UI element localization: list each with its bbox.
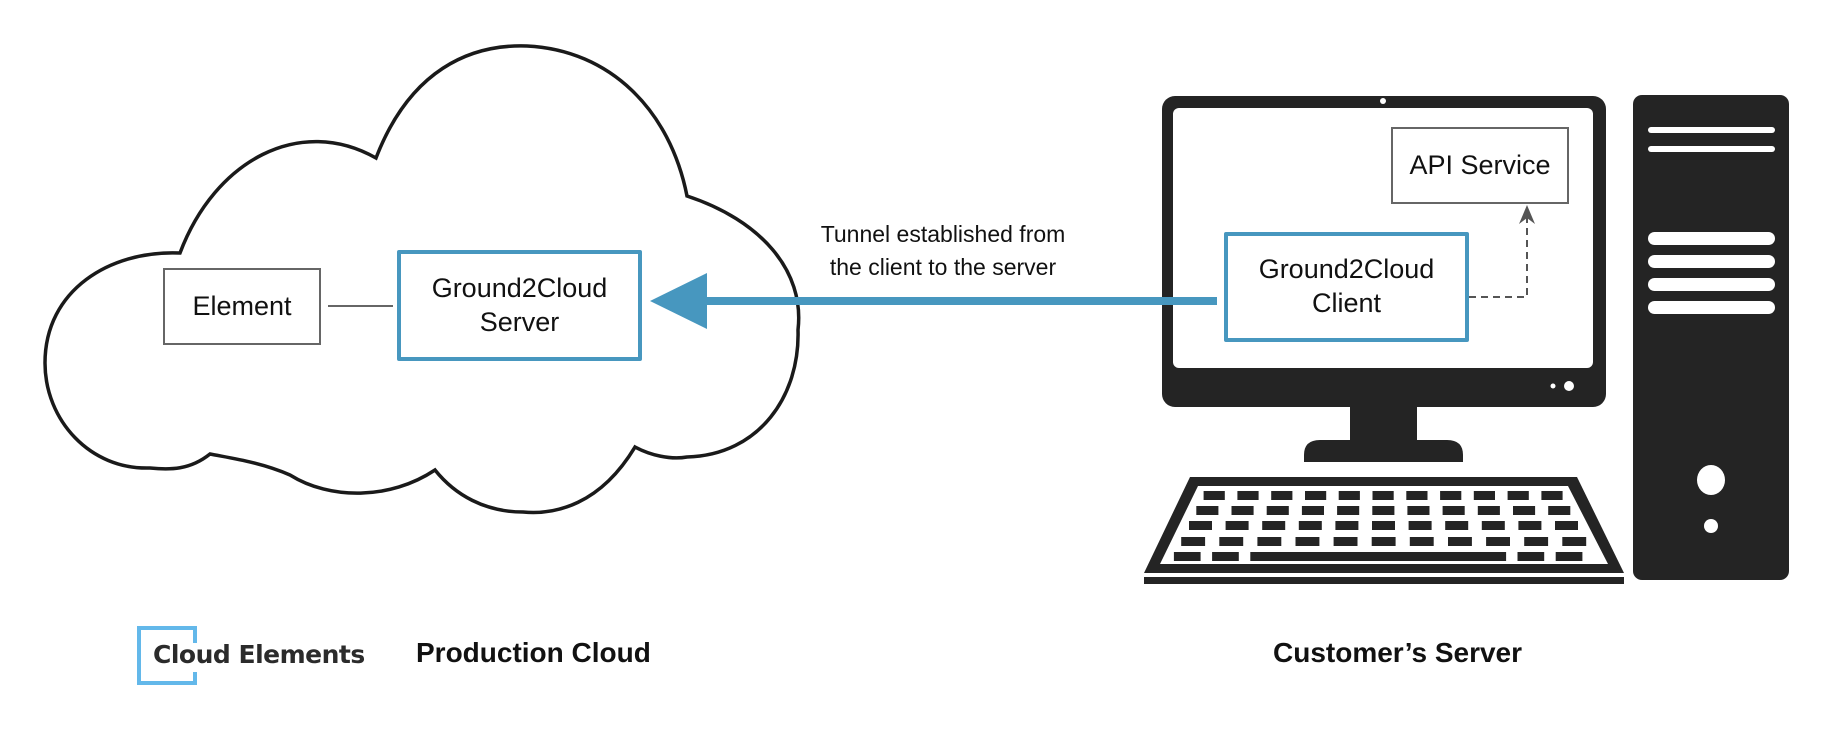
keyboard-key — [1262, 521, 1286, 530]
keyboard-key — [1541, 491, 1563, 500]
keyboard-key — [1257, 537, 1282, 546]
keyboard-key — [1448, 537, 1472, 546]
computer-tower-icon — [1633, 95, 1789, 580]
keyboard-key — [1338, 491, 1360, 500]
keyboard-key — [1219, 537, 1244, 546]
cloud-elements-logo-text: Cloud Elements — [153, 640, 365, 669]
tunnel-label-line-2: the client to the server — [829, 254, 1057, 280]
keyboard-key — [1513, 506, 1536, 515]
keyboard-key — [1408, 521, 1432, 530]
api-service-box: API Service — [1391, 127, 1569, 204]
element-box-label: Element — [192, 290, 292, 321]
keyboard-key — [1562, 537, 1587, 546]
keyboard-key — [1409, 537, 1434, 546]
customers-server-caption: Customer’s Server — [1273, 637, 1523, 668]
tunnel-label-line-1: Tunnel established from — [820, 221, 1066, 247]
keyboard-key — [1372, 491, 1394, 500]
keyboard-key — [1203, 491, 1225, 500]
keyboard-key — [1517, 552, 1545, 561]
keyboard-key — [1407, 506, 1430, 515]
keyboard-key — [1555, 521, 1578, 530]
keyboard-key — [1372, 521, 1395, 530]
keyboard-key — [1231, 506, 1254, 515]
element-box: Element — [163, 268, 321, 345]
keyboard-spacebar — [1250, 552, 1507, 561]
keyboard-key — [1337, 506, 1360, 515]
keyboard-key — [1305, 491, 1327, 500]
keyboard-key — [1301, 506, 1324, 515]
keyboard-key — [1271, 491, 1293, 500]
keyboard-key — [1371, 537, 1396, 546]
keyboard-key — [1548, 506, 1571, 515]
keyboard-key — [1507, 491, 1529, 500]
keyboard-key — [1477, 506, 1500, 515]
keyboard-icon — [1144, 477, 1624, 584]
keyboard-key — [1295, 537, 1320, 546]
keyboard-key — [1486, 537, 1510, 546]
keyboard-key — [1372, 506, 1395, 515]
keyboard-key — [1442, 506, 1465, 515]
keyboard-key — [1225, 521, 1249, 530]
server-box-label: Ground2Cloud Server — [431, 272, 608, 337]
keyboard-key — [1266, 506, 1289, 515]
keyboard-key — [1473, 491, 1495, 500]
keyboard-key — [1237, 491, 1259, 500]
tunnel-label: Tunnel established from the client to th… — [821, 218, 1066, 284]
keyboard-key — [1298, 521, 1322, 530]
client-box-label: Ground2Cloud Client — [1258, 254, 1435, 318]
keyboard-key — [1555, 552, 1583, 561]
keyboard-key — [1440, 491, 1462, 500]
ground2cloud-server-box: Ground2Cloud Server — [397, 250, 642, 361]
keyboard-key — [1524, 537, 1549, 546]
cloud-elements-logo — [137, 626, 197, 685]
keyboard-key — [1335, 521, 1359, 530]
keyboard-key — [1173, 552, 1201, 561]
keyboard-key — [1333, 537, 1358, 546]
api-service-label: API Service — [1409, 149, 1551, 180]
keyboard-key — [1518, 521, 1542, 530]
ground2cloud-client-box: Ground2Cloud Client — [1224, 232, 1469, 342]
keyboard-key — [1481, 521, 1505, 530]
keyboard-key — [1212, 552, 1239, 561]
production-cloud-caption: Production Cloud — [416, 637, 651, 668]
keyboard-key — [1406, 491, 1428, 500]
client-api-dashed-arrow — [1469, 205, 1535, 298]
keyboard-key — [1189, 521, 1212, 530]
tunnel-arrow — [650, 273, 1217, 329]
keyboard-key — [1445, 521, 1469, 530]
keyboard-key — [1181, 537, 1206, 546]
keyboard-key — [1196, 506, 1219, 515]
